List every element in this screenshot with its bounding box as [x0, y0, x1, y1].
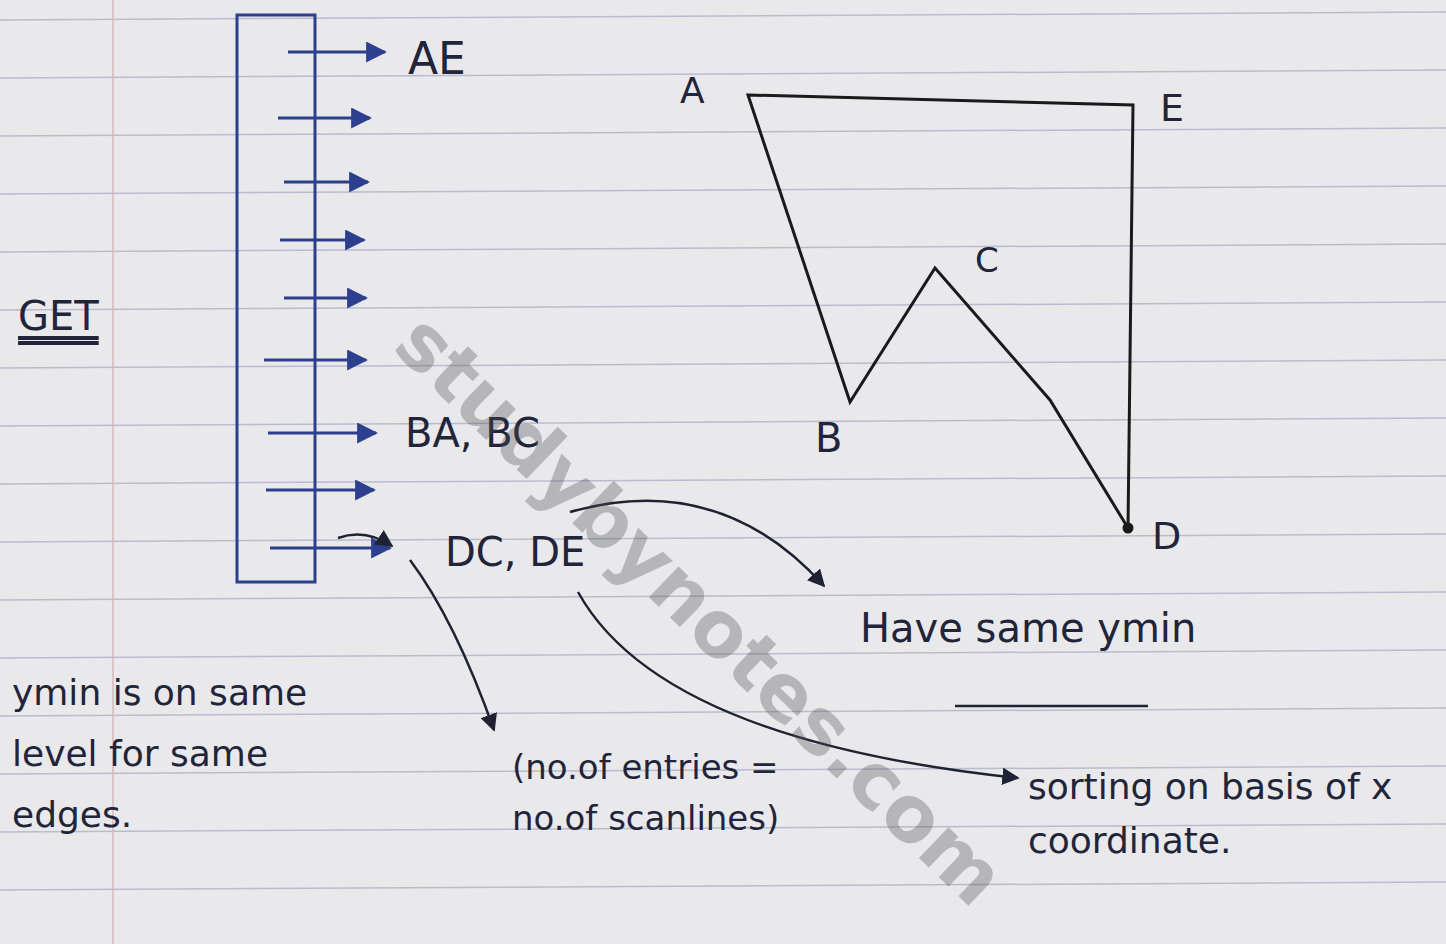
ruled-lines: [0, 12, 1446, 890]
vertex-label: B: [815, 412, 842, 464]
bucket-entry: AE: [408, 30, 466, 87]
polygon-figure: [748, 95, 1133, 532]
note-text: Have same ymin: [860, 602, 1196, 654]
vertex-label: A: [680, 68, 705, 115]
vertex-label: E: [1160, 84, 1184, 133]
underline: [955, 705, 1148, 708]
vertex-label: C: [975, 238, 999, 282]
note-text: ymin is on same level for same edges.: [12, 662, 342, 846]
vertex-label: D: [1152, 512, 1181, 561]
note-text: sorting on basis of x coordinate.: [1028, 760, 1428, 868]
table-title: GET: [18, 290, 99, 342]
bucket-arrows: [264, 52, 390, 548]
